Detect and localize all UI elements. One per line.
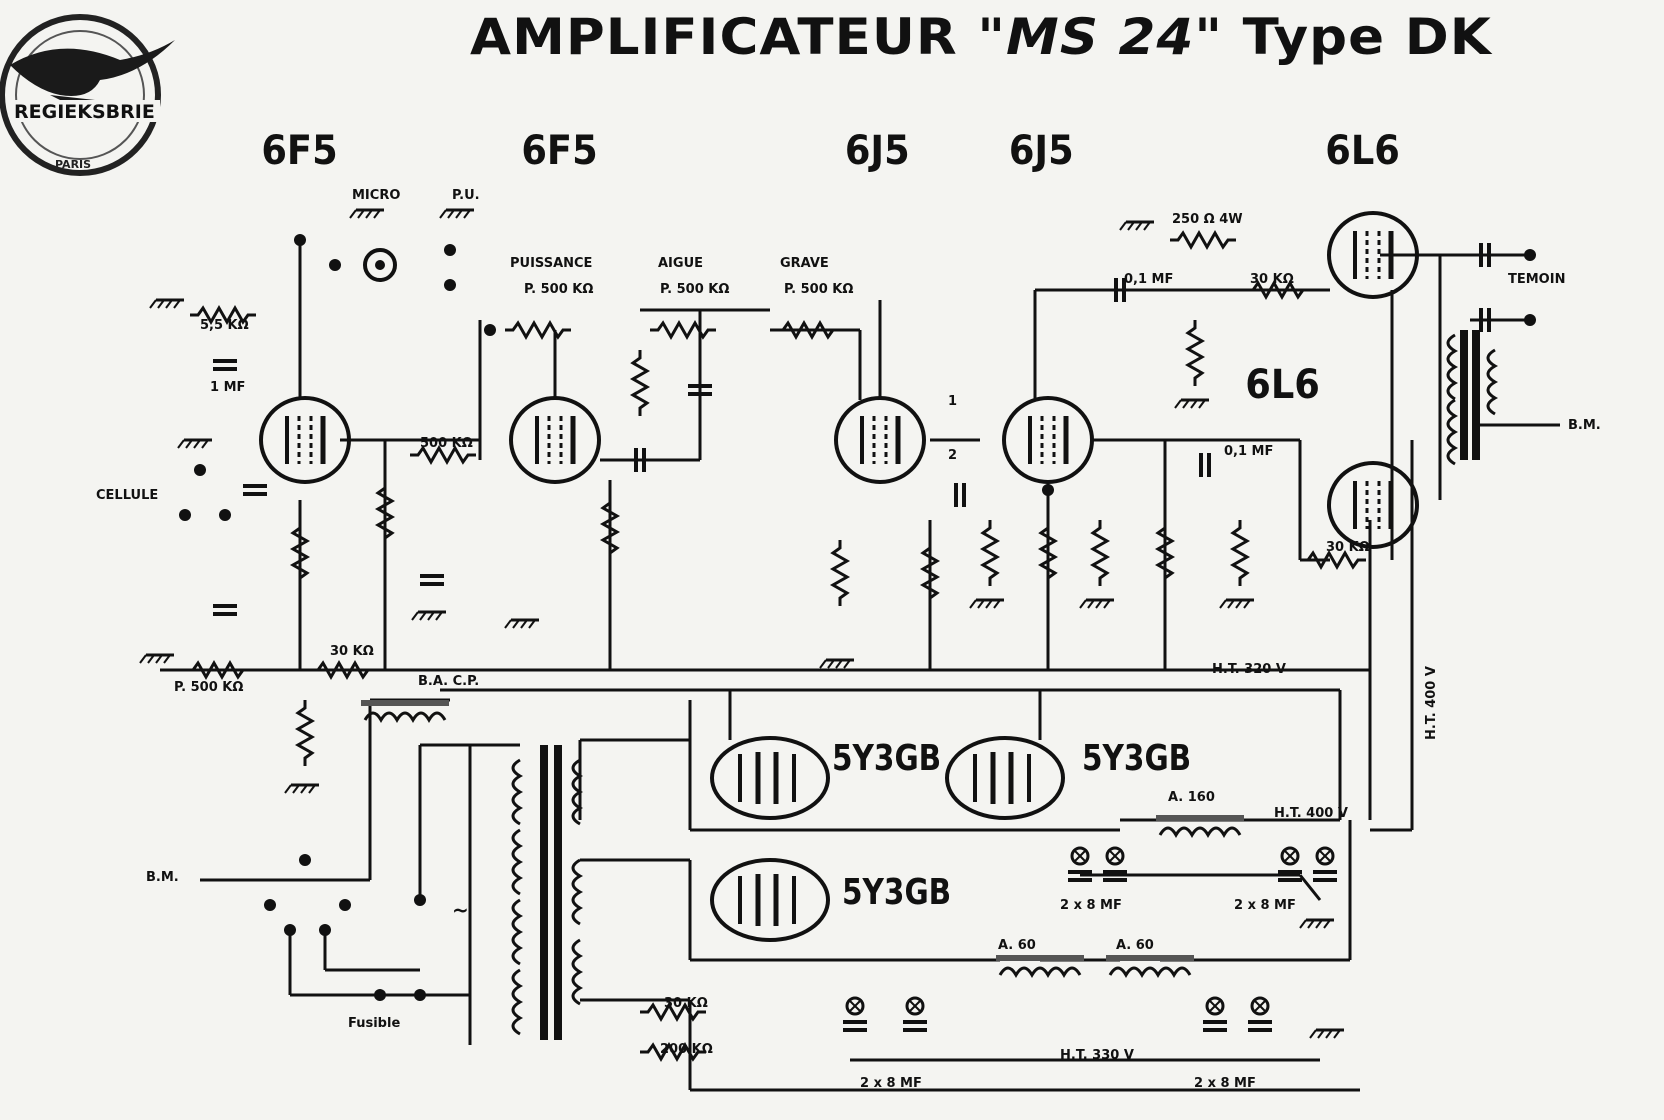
- cap-label-left-bot: 2 x 8 MF: [860, 1076, 922, 1091]
- rectifier-tube-2: [947, 738, 1063, 818]
- tube-v2: [511, 398, 599, 482]
- control-value-grave: P. 500 KΩ: [784, 282, 854, 297]
- tube-label-v2: 6F5: [521, 128, 598, 174]
- tube-label-v5: 6L6: [1325, 128, 1400, 174]
- resistor-label-250-4w: 250 Ω 4W: [1172, 212, 1243, 227]
- choke-label-a: A. 60: [998, 938, 1036, 953]
- rectifier-label-2: 5Y3GB: [1082, 738, 1192, 779]
- capacitor-label-01b: 0,1 MF: [1224, 444, 1274, 459]
- ac-mains-label: ~: [452, 898, 469, 922]
- svg-text:PARIS: PARIS: [55, 158, 91, 171]
- input-label-micro: MICRO: [352, 188, 401, 203]
- junction-dots: [179, 234, 1536, 1001]
- resistor-label-30k-a: 30 KΩ: [1250, 272, 1294, 287]
- wiring: [160, 240, 1560, 1092]
- resistor-label-30k-c: 30 KΩ: [330, 644, 374, 659]
- tube-label-v4: 6J5: [1008, 128, 1074, 174]
- control-label-puissance: PUISSANCE: [510, 256, 593, 271]
- tube-label-v3: 6J5: [844, 128, 910, 174]
- fuse-label: Fusible: [348, 1016, 401, 1031]
- capacitor-label-01a: 0,1 MF: [1124, 272, 1174, 287]
- svg-text:REGIEKSBRIE: REGIEKSBRIE: [14, 101, 155, 123]
- switch-position-1: 1: [948, 394, 958, 409]
- tube-v4: [1004, 398, 1092, 482]
- bm-label-left: B.M.: [146, 870, 179, 885]
- title-suffix: Type DK: [1242, 8, 1492, 66]
- capacitor-label-1mf: 1 MF: [210, 380, 246, 395]
- output-label-temoin: TEMOIN: [1508, 272, 1566, 287]
- diagram-title: AMPLIFICATEUR "MS 24" Type DK: [470, 8, 1492, 66]
- title-model: "MS 24": [977, 8, 1224, 66]
- cap-label-right-top: 2 x 8 MF: [1234, 898, 1296, 913]
- switch-position-2: 2: [948, 448, 958, 463]
- title-prefix: AMPLIFICATEUR: [470, 8, 958, 66]
- control-label-aigue: AIGUE: [658, 256, 704, 271]
- bm-label-right: B.M.: [1568, 418, 1601, 433]
- cap-label-right-bot: 2 x 8 MF: [1194, 1076, 1256, 1091]
- resistors: [183, 231, 1368, 1061]
- rectifier-tube-1: [712, 738, 828, 818]
- output-transformer: [1446, 330, 1497, 466]
- rectifier-tube-3: [712, 860, 828, 940]
- choke-label-b: A. 60: [1116, 938, 1154, 953]
- control-value-puissance: P. 500 KΩ: [524, 282, 594, 297]
- tube-v6: [1329, 463, 1417, 547]
- note-ba-cp: B.A. C.P.: [418, 674, 480, 689]
- micro-jack-icon: [363, 248, 397, 282]
- cap-label-left-top: 2 x 8 MF: [1060, 898, 1122, 913]
- input-label-cellule: CELLULE: [96, 488, 159, 503]
- choke-label-160: A. 160: [1168, 790, 1215, 805]
- tube-label-v6: 6L6: [1245, 362, 1320, 408]
- rectifier-label-1: 5Y3GB: [832, 738, 942, 779]
- power-transformer: [511, 745, 582, 1040]
- tube-v3: [836, 398, 924, 482]
- pot-label-bottom: P. 500 KΩ: [174, 680, 244, 695]
- tube-label-v1: 6F5: [261, 128, 338, 174]
- control-value-aigue: P. 500 KΩ: [660, 282, 730, 297]
- input-label-pu: P.U.: [452, 188, 480, 203]
- rectifier-label-3: 5Y3GB: [842, 872, 952, 913]
- control-label-grave: GRAVE: [780, 256, 829, 271]
- eagle-logo-icon: REGIEKSBRIE PARIS: [0, 14, 175, 176]
- ht-label-400: H.T. 400 V: [1274, 806, 1348, 821]
- tube-v1: [261, 398, 349, 482]
